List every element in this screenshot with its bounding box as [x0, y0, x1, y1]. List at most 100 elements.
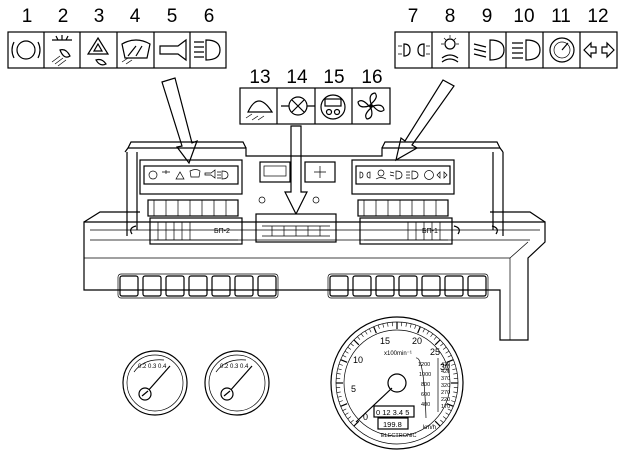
speedo-inner-r1: 420 [441, 369, 450, 375]
callout-7: 7 [407, 6, 419, 27]
speedo-inner-r6: 170 [441, 404, 450, 410]
right-icon-strip [394, 31, 618, 69]
speedo-tick-mark [357, 336, 361, 340]
lamp-icon [281, 96, 315, 116]
parking-light-icon [398, 43, 430, 57]
speedo-tick-mark [344, 350, 349, 354]
speedo-inner-l1: 1000 [419, 372, 431, 378]
speedo-tick-mark [440, 343, 444, 347]
pointer-arrow-left [161, 77, 199, 165]
speedo-tick-mark [451, 400, 456, 403]
speedo-tick-mark [353, 420, 360, 427]
left-icon-strip [7, 31, 227, 69]
speedo-tick-mark [422, 328, 425, 333]
speedo-inner-l3: 600 [421, 392, 430, 398]
module-label-left: БП-2 [214, 228, 230, 235]
speedo-tick-mark [347, 346, 352, 350]
hazard-warning-icon [86, 36, 110, 66]
speedo-inner-scales: 1200 1000 800 600 400 470 420 370 320 27… [415, 357, 450, 419]
speedometer-icon [549, 37, 575, 63]
speedo-tick-mark [426, 330, 430, 335]
speedo-scale-label: x100min⁻¹ [384, 351, 412, 357]
speedo-tick-mark [350, 343, 354, 347]
right-face-icons [359, 169, 448, 180]
callout-12: 12 [587, 6, 609, 27]
dashboard-panel [124, 141, 504, 245]
speedo-tick-20: 20 [412, 336, 422, 346]
horn-icon [159, 38, 187, 62]
speedo-tick-mark [336, 391, 341, 393]
speedo-tick-mark [337, 368, 342, 370]
trip-value: 199.8 [383, 420, 402, 429]
speedo-tick-25: 25 [430, 347, 440, 357]
middle-icon-strip [239, 87, 391, 125]
pointer-arrow-middle [284, 125, 308, 216]
speedo-tick-mark [373, 326, 377, 334]
speedometer: 0 5 10 15 20 25 30 x100min⁻¹ 1200 1000 8… [330, 316, 464, 450]
speedo-tick-mark [434, 420, 441, 427]
beacon-light-icon [245, 100, 274, 121]
speedometer-ticks [336, 322, 458, 427]
speedo-inner-r2: 370 [441, 376, 450, 382]
fog-light-icon [11, 40, 41, 60]
speedo-tick-10: 10 [353, 355, 363, 365]
speedo-tick-mark [440, 419, 444, 423]
speedo-tick-mark [410, 323, 412, 328]
speedo-tick-mark [340, 403, 348, 407]
speedo-tick-mark [447, 355, 452, 358]
callout-10: 10 [513, 6, 535, 27]
speedo-tick-mark [447, 408, 452, 411]
speedo-tick-mark [451, 363, 456, 366]
speedo-tick-mark [417, 326, 421, 334]
speedo-unit: km/h [423, 425, 436, 431]
speedo-tick-mark [353, 339, 360, 346]
callout-1: 1 [21, 6, 33, 27]
speedo-brand: ELECTRONIC [381, 433, 416, 439]
callout-11: 11 [551, 6, 571, 27]
gauge-right-scale: 0.2 0.3 0.4 [220, 364, 249, 370]
callout-6: 6 [203, 6, 215, 27]
callout-16: 16 [361, 67, 383, 88]
callout-5: 5 [166, 6, 178, 27]
speedo-tick-mark [442, 416, 447, 420]
speedo-tick-mark [342, 355, 347, 358]
speedo-tick-mark [452, 396, 457, 398]
high-beam-icon [194, 39, 221, 61]
speedo-tick-mark [434, 339, 441, 346]
speedo-tick-mark [338, 363, 343, 366]
speedo-tick-mark [350, 419, 354, 423]
speedo-tick-mark [340, 359, 348, 363]
odometer-value: 0 12 3.4 5 [376, 408, 409, 417]
speedo-tick-mark [430, 333, 434, 338]
low-beam-icon [473, 39, 505, 61]
switch-row-left [117, 273, 279, 299]
wiper-icon [121, 39, 151, 65]
callout-2: 2 [57, 6, 69, 27]
speedo-tick-mark [453, 391, 458, 393]
speedo-inner-l2: 800 [421, 382, 430, 388]
gauge-left-scale: 0.2 0.3 0.4 [138, 364, 167, 370]
speedo-tick-mark [377, 324, 380, 329]
callout-8: 8 [444, 6, 456, 27]
callout-13: 13 [249, 67, 271, 88]
speedo-tick-mark [364, 330, 368, 335]
speedo-tick-mark [446, 403, 454, 407]
console-body [83, 211, 546, 341]
callout-14: 14 [286, 67, 308, 88]
callout-4: 4 [129, 6, 141, 27]
speedo-tick-mark [445, 412, 450, 416]
small-gauge-right: 0.2 0.3 0.4 [204, 350, 270, 416]
air-pressure-icon [320, 94, 346, 120]
turn-signal-icon [583, 41, 615, 59]
callout-9: 9 [481, 6, 493, 27]
switch-row-right [327, 273, 489, 299]
speedo-tick-mark [452, 368, 457, 370]
speedo-tick-mark [347, 416, 352, 420]
speedo-inner-r5: 220 [441, 397, 450, 403]
speedo-inner-l0: 1200 [418, 362, 430, 368]
speedo-tick-mark [336, 373, 341, 375]
speedo-tick-mark [338, 400, 343, 403]
speedo-tick-mark [369, 328, 372, 333]
speedo-tick-mark [405, 322, 407, 327]
